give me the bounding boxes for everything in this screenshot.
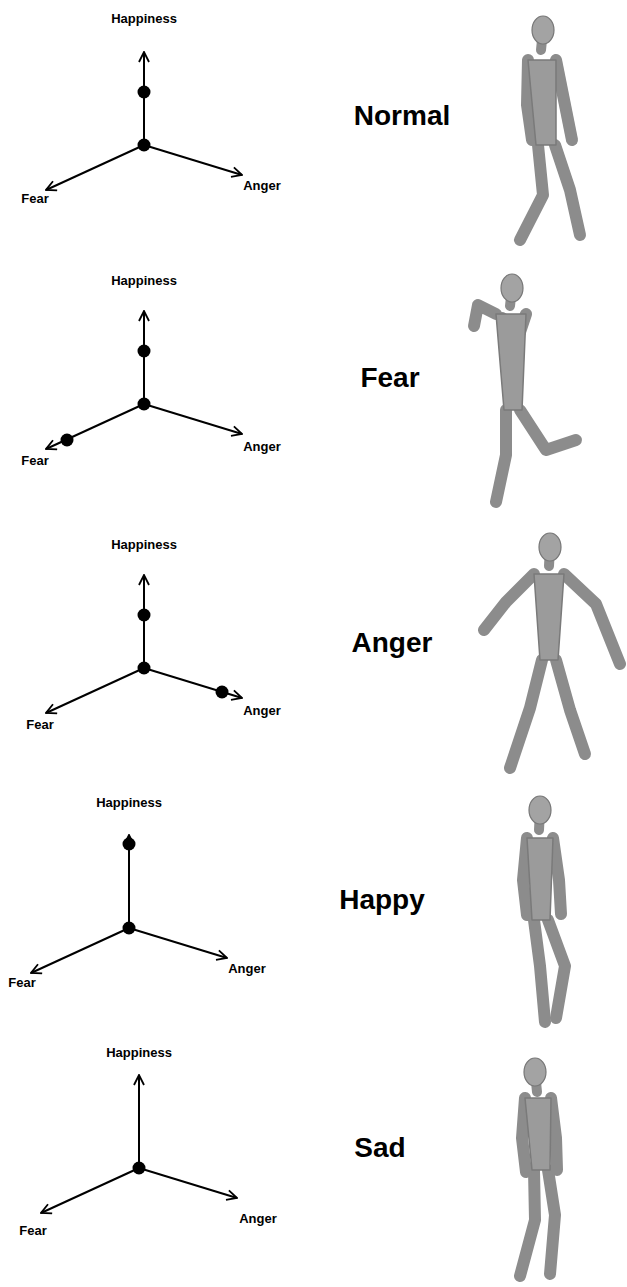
figure-limb (510, 660, 542, 768)
figure-limb (553, 838, 561, 914)
axis-dot (123, 838, 136, 851)
axis-arrow (46, 404, 144, 449)
figure-torso (527, 838, 553, 920)
emotion-axes (31, 835, 227, 973)
emotion-name: Anger (352, 627, 433, 659)
figure-head (524, 1058, 546, 1086)
figure-limb (496, 410, 506, 502)
emotion-axes (46, 52, 242, 190)
axis-dot (216, 686, 229, 699)
figure-limb (520, 145, 543, 240)
figure-limb (548, 1170, 555, 1274)
human-figure (484, 533, 620, 768)
figure-limb (556, 660, 585, 754)
axis-label: Anger (243, 703, 281, 718)
emotion-axes (46, 575, 242, 713)
axis-arrow (144, 668, 242, 698)
axis-label: Anger (239, 1211, 277, 1226)
axis-label: Fear (19, 1223, 46, 1238)
axis-label: Happiness (111, 537, 177, 552)
axis-label: Happiness (96, 795, 162, 810)
figure-limb (534, 920, 545, 1022)
axis-label: Anger (228, 961, 266, 976)
figure-limb (555, 145, 580, 235)
axis-dot (138, 398, 151, 411)
axis-label: Fear (26, 717, 53, 732)
axis-arrow (41, 1168, 139, 1213)
axis-dot (138, 662, 151, 675)
emotion-name: Fear (360, 362, 419, 394)
axis-arrow (31, 928, 129, 973)
figure-limb (484, 574, 534, 630)
figure-limb (523, 838, 527, 915)
figure-limb (548, 920, 565, 1018)
axis-dot (123, 922, 136, 935)
emotion-axes (41, 1075, 237, 1213)
axis-dot (138, 609, 151, 622)
axis-label: Anger (243, 439, 281, 454)
axis-dot (138, 345, 151, 358)
axis-dot (138, 139, 151, 152)
figure-head (529, 796, 551, 824)
axis-label: Happiness (106, 1045, 172, 1060)
human-figure (520, 16, 580, 240)
axis-arrow (144, 404, 242, 434)
figure-torso (496, 314, 526, 410)
figure-head (532, 16, 554, 44)
axis-arrow (129, 928, 227, 958)
axis-dot (133, 1162, 146, 1175)
figure-limb (520, 410, 576, 450)
axis-dot (138, 86, 151, 99)
figure-torso (525, 1098, 551, 1170)
human-figure (520, 1058, 557, 1276)
human-figure (523, 796, 565, 1022)
axis-arrow (138, 1075, 140, 1168)
figure-limb (520, 1170, 535, 1276)
emotion-name: Normal (354, 100, 450, 132)
axis-dot (61, 434, 74, 447)
emotion-name: Sad (354, 1132, 405, 1164)
figure-head (539, 533, 561, 561)
axis-arrow (46, 145, 144, 190)
figure-limb (564, 574, 620, 664)
figure-head (501, 274, 523, 302)
figure-torso (534, 574, 564, 660)
axis-label: Anger (243, 178, 281, 193)
axis-arrow (139, 1168, 237, 1198)
emotion-name: Happy (339, 884, 425, 916)
axis-label: Fear (21, 191, 48, 206)
figure-torso (528, 60, 556, 145)
axis-label: Fear (21, 453, 48, 468)
figure-limb (551, 1098, 557, 1170)
axis-label: Fear (8, 975, 35, 990)
figure-limb (556, 60, 572, 140)
axis-arrow (46, 668, 144, 713)
figure-limb (474, 305, 496, 326)
emotion-axes (46, 311, 242, 449)
axis-label: Happiness (111, 273, 177, 288)
human-figure (474, 274, 576, 502)
axis-arrow (144, 145, 242, 175)
axis-label: Happiness (111, 11, 177, 26)
